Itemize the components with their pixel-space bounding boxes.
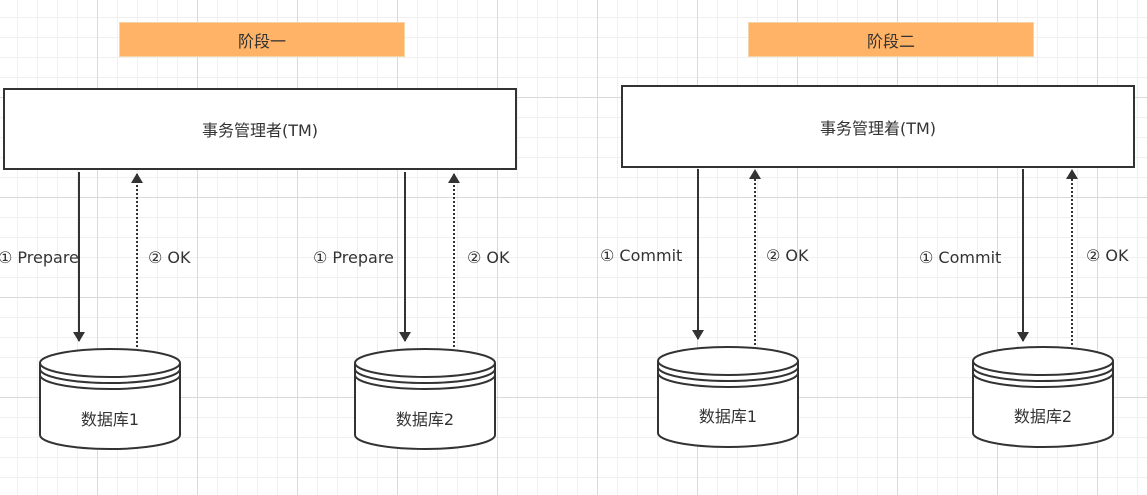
phase1-response-label-left: ② OK	[148, 248, 191, 267]
phase2-database-1-label: 数据库1	[698, 407, 758, 426]
phase2-request-label-right: ① Commit	[919, 248, 1002, 267]
phase1-database-1-label: 数据库1	[80, 410, 140, 429]
phase2-response-label-left: ② OK	[766, 246, 809, 265]
phase1-title: 阶段一	[119, 22, 405, 57]
phase1-request-label-left: ① Prepare	[0, 248, 79, 267]
phase2-database-2-label: 数据库2	[1013, 407, 1073, 426]
phase2-database-2-shape	[972, 346, 1114, 448]
phase2-database-1-shape	[657, 346, 799, 448]
phase2-title: 阶段二	[748, 22, 1034, 57]
phase1-database-1-shape	[39, 348, 181, 450]
phase2-transaction-manager: 事务管理着(TM)	[621, 85, 1135, 168]
phase2-request-label-left: ① Commit	[600, 246, 683, 265]
phase1-database-2-label: 数据库2	[395, 410, 455, 429]
phase1-database-2-shape	[354, 348, 496, 450]
phase2-response-label-right: ② OK	[1086, 246, 1129, 265]
phase1-response-label-right: ② OK	[467, 248, 510, 267]
phase1-request-label-right: ① Prepare	[313, 248, 394, 267]
phase1-transaction-manager: 事务管理者(TM)	[3, 88, 517, 170]
